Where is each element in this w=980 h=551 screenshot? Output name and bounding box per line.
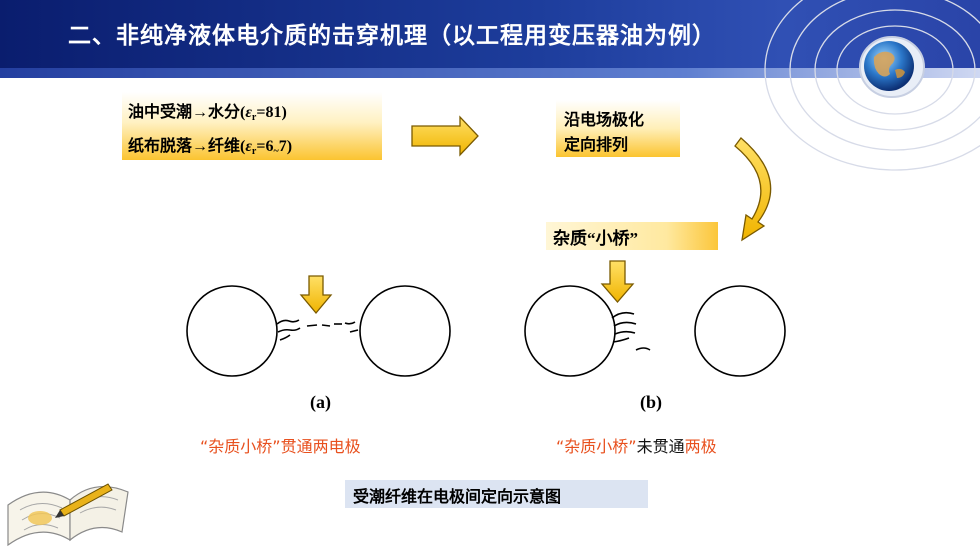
- arrow-down-icon: [299, 275, 333, 315]
- fiber-line: 纸布脱落→纤维(εr=6~7): [128, 132, 292, 157]
- caption-b-not-through: 未贯通: [636, 437, 685, 456]
- label-b: (b): [640, 392, 662, 412]
- header-stripe: [0, 68, 980, 78]
- slide-title: 二、非纯净液体电介质的击穿机理（以工程用变压器油为例）: [68, 22, 716, 49]
- electrode-left-a: [186, 285, 278, 377]
- caption-b: “杂质小桥”未贯通两极: [556, 433, 717, 457]
- moisture-line: 油中受潮→水分(εr=81): [128, 98, 287, 123]
- arrow-down-icon: [600, 260, 635, 303]
- caption-b-electrodes: 两极: [684, 437, 717, 456]
- fiber-partial-b: [611, 311, 635, 319]
- electrode-right-b: [694, 285, 786, 377]
- fiber-text: 纸布脱落→纤维(: [128, 138, 246, 155]
- electrode-right-a: [359, 285, 451, 377]
- decorative-arcs: [764, 0, 980, 171]
- polarization-box: 沿电场极化 定向排列: [556, 100, 680, 157]
- polarization-line2: 定向排列: [564, 137, 629, 154]
- figure-caption: 受潮纤维在电极间定向示意图: [353, 487, 562, 506]
- book-icon: [7, 483, 129, 547]
- electrode-left-b: [524, 285, 616, 377]
- arrow-right-icon: [411, 115, 479, 157]
- figure-caption-box: 受潮纤维在电极间定向示意图: [345, 480, 648, 508]
- epsilon-value: =6: [256, 138, 274, 155]
- polarization-line1: 沿电场极化: [564, 112, 645, 129]
- epsilon-symbol: ε: [245, 104, 252, 121]
- caption-a: “杂质小桥”贯通两电极: [200, 437, 361, 456]
- epsilon-subscript: r: [251, 112, 257, 123]
- fiber-bridge-a: [276, 319, 300, 325]
- moisture-fiber-box: 油中受潮→水分(εr=81) 纸布脱落→纤维(εr=6~7): [122, 92, 382, 160]
- range-tilde: ~: [273, 146, 279, 157]
- epsilon-value-end: 7): [278, 138, 293, 155]
- epsilon-value: =81): [256, 104, 287, 121]
- impurity-bridge-label: 杂质“小桥”: [553, 229, 638, 248]
- label-a: (a): [310, 392, 331, 412]
- globe-icon: [859, 36, 925, 98]
- curved-arrow-icon: [734, 137, 772, 242]
- moisture-text: 油中受潮→水分(: [128, 104, 246, 121]
- impurity-bridge-box: 杂质“小桥”: [546, 222, 718, 250]
- epsilon-symbol: ε: [245, 138, 252, 155]
- epsilon-subscript: r: [251, 146, 257, 157]
- caption-b-bridge: “杂质小桥”: [556, 437, 637, 456]
